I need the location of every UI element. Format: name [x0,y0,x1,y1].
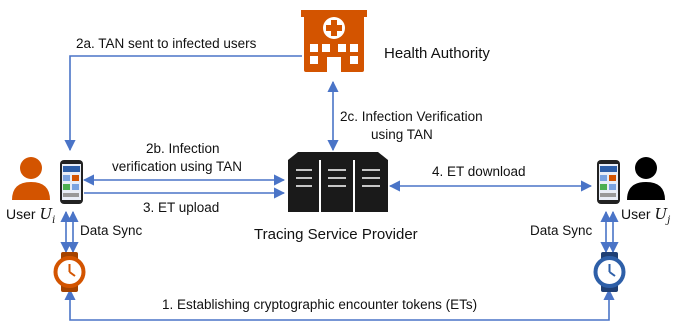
label-verify-user-1: 2b. Infection [146,141,220,156]
label-health-authority: Health Authority [384,45,490,62]
user-j-symbol: U [654,205,668,223]
hospital-icon [301,10,367,72]
label-user-i: User Ui [6,206,55,229]
label-user-j: User Uj [621,206,670,229]
label-verify-ha-2: using TAN [371,127,433,142]
arrow-establish-ets [64,288,615,321]
label-data-sync-right: Data Sync [530,223,593,238]
user-j-phone-icon [597,160,620,204]
user-i-subscript: i [52,214,56,226]
label-verify-ha-1: 2c. Infection Verification [340,109,483,124]
user-i-person-icon [12,157,50,200]
user-j-subscript: j [667,214,671,226]
label-verify-user-2: verification using TAN [112,159,243,174]
user-j-watch-icon [593,252,626,292]
user-j-prefix: User [621,206,651,222]
arrow-tan-sent [64,55,302,152]
user-i-prefix: User [6,206,36,222]
label-et-upload: 3. ET upload [143,200,220,215]
server-rack-icon [288,152,388,212]
user-i-phone-icon [60,160,83,204]
user-i-symbol: U [39,205,53,223]
label-service-provider: Tracing Service Provider [254,226,418,243]
user-j-person-icon [627,157,665,200]
label-et-download: 4. ET download [432,164,526,179]
label-tan-sent: 2a. TAN sent to infected users [76,36,257,51]
label-establish-ets: 1. Establishing cryptographic encounter … [162,297,478,312]
user-i-watch-icon [53,252,86,292]
label-data-sync-left: Data Sync [80,223,143,238]
